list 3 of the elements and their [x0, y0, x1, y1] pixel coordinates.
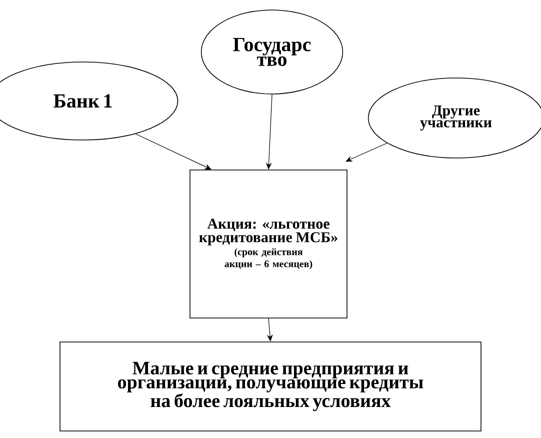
oval: Государс тво: [200, 10, 344, 94]
process-box: Акция: «льготное кредитование МСБ» (срок действия акции – 6 месяцев): [190, 170, 348, 318]
process-box: Малые и средние предприятия и организации, получающие кредиты на более лояльных условиях: [60, 342, 482, 432]
